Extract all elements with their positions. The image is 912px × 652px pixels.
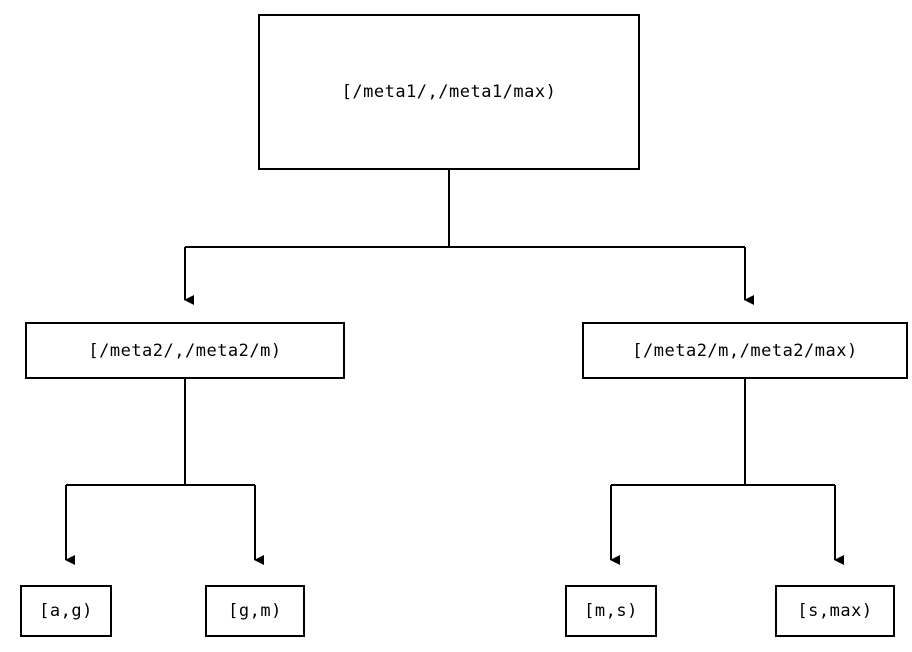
tree-leaf-s-max-label: [s,max) (797, 601, 873, 621)
tree-leaf-s-max: [s,max) (775, 585, 895, 637)
tree-leaf-a-g: [a,g) (20, 585, 112, 637)
tree-leaf-m-s: [m,s) (565, 585, 657, 637)
tree-node-level2-right: [/meta2/m,/meta2/max) (582, 322, 908, 379)
tree-node-level2-left-label: [/meta2/,/meta2/m) (88, 340, 282, 361)
tree-node-root: [/meta1/,/meta1/max) (258, 14, 640, 170)
tree-leaf-m-s-label: [m,s) (584, 601, 638, 621)
tree-leaf-g-m-label: [g,m) (228, 601, 282, 621)
tree-leaf-g-m: [g,m) (205, 585, 305, 637)
tree-node-level2-right-label: [/meta2/m,/meta2/max) (632, 340, 858, 361)
tree-leaf-a-g-label: [a,g) (39, 601, 93, 621)
tree-node-level2-left: [/meta2/,/meta2/m) (25, 322, 345, 379)
tree-node-root-label: [/meta1/,/meta1/max) (341, 82, 557, 102)
